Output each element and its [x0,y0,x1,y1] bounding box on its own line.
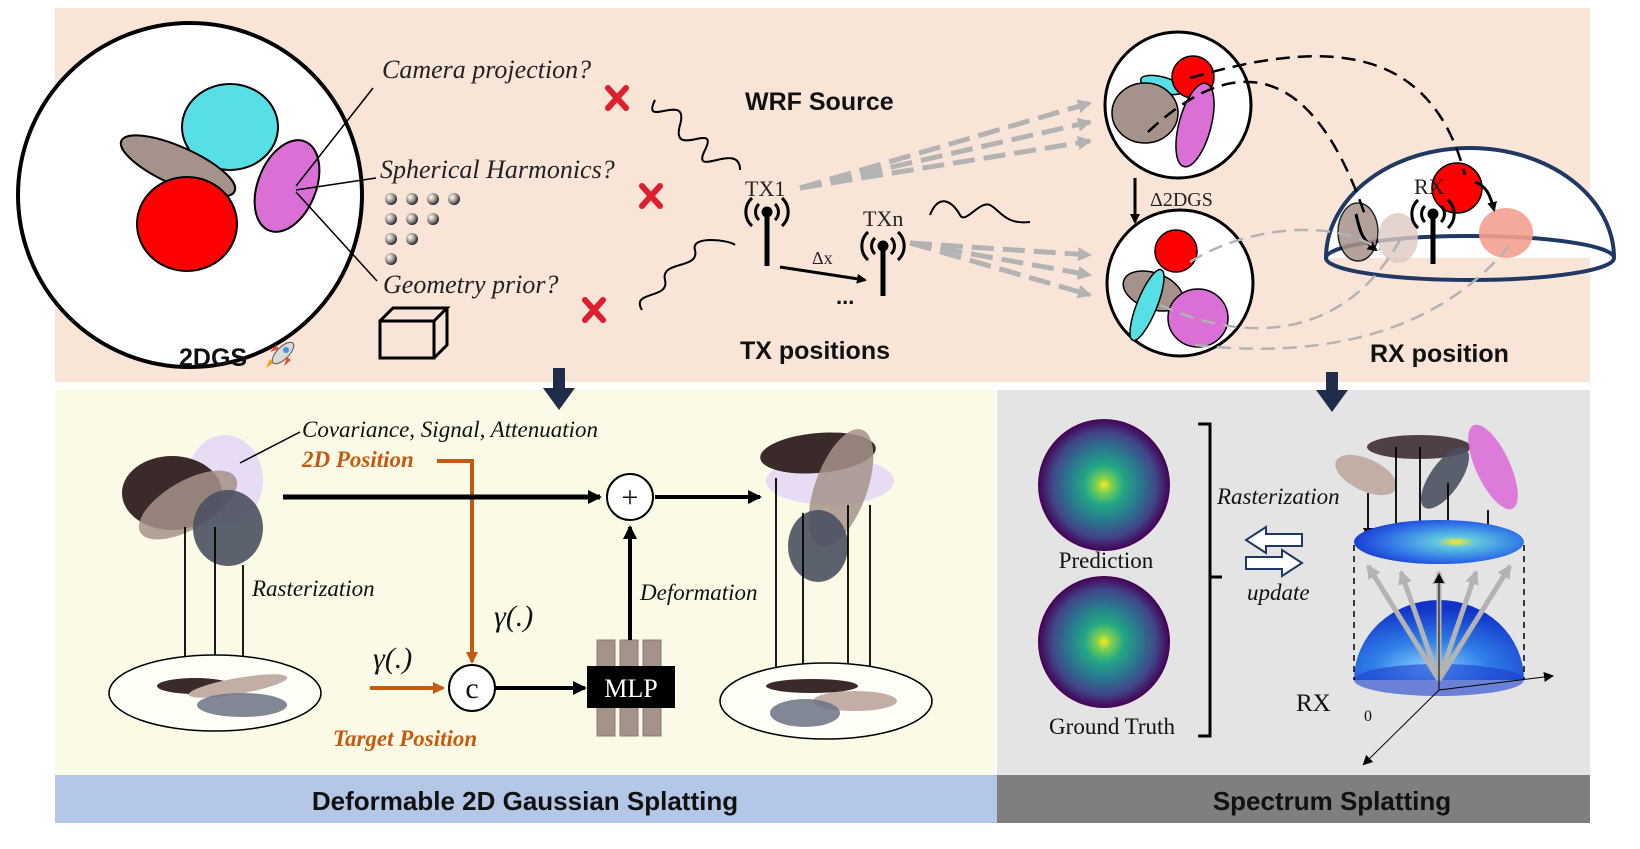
spectrum-gaussians [1335,424,1518,510]
ground-truth-heatmap [1038,576,1170,708]
spherical-harmonics-label: Spherical Harmonics? [380,155,615,184]
signal-beams [799,99,1092,299]
deformation-label: Deformation [639,580,758,605]
ground-truth-label: Ground Truth [1049,714,1175,739]
projection-curve [1189,228,1381,264]
input-gaussians [122,435,263,566]
bracket [1198,422,1212,738]
wave-icon [638,239,736,311]
label-pointer-lines [295,87,378,282]
mlp-label: MLP [604,674,657,703]
rasterization-label-right: Rasterization [1216,484,1340,509]
txn-label: TXn [863,206,903,231]
left-footer-bar [55,775,997,823]
mlp-block [587,639,675,737]
concat-symbol: c [465,672,478,705]
update-label: update [1247,580,1310,605]
gamma-top-label: γ(.) [494,600,533,633]
2d-position-label: 2D Position [301,447,414,472]
plus-node [606,473,654,521]
gaussian-scene-bottom [1105,208,1255,358]
down-arrow-left [543,368,575,410]
dx-arrow [779,265,867,284]
left-hollow-arrow-icon [1244,525,1303,555]
attributes-label: Covariance, Signal, Attenuation [302,417,598,442]
down-arrow-right [1316,372,1348,412]
prediction-heatmap [1038,419,1170,551]
prediction-label: Prediction [1059,548,1154,573]
antenna-icon [1410,198,1456,264]
origin-label: 0 [1364,708,1372,725]
right-footer-bar [997,775,1590,823]
gamma-left-label: γ(.) [373,642,412,675]
2dgs-label: 2DGS [179,344,247,372]
delta-2dgs-label: Δ2DGS [1150,189,1213,211]
plus-symbol: + [622,481,639,514]
dome-projection-lines [1353,545,1525,680]
right-footer-title: Spectrum Splatting [1213,786,1451,816]
rx-position-label: RX position [1370,340,1509,368]
leader-line [239,431,301,464]
motion-arrow [1474,180,1497,212]
rasterization-label-left: Rasterization [251,576,375,601]
wave-icon [929,200,1031,224]
geometry-prior-label: Geometry prior? [383,270,558,299]
rocket-icon [266,341,295,368]
sh-basis-icons [385,193,460,265]
projection-curve [1189,54,1467,176]
gaussian-scene-top [1103,30,1253,180]
target-position-label: Target Position [333,726,477,751]
projection-curve [1159,239,1402,330]
antenna-icon [860,230,906,296]
dx-label: Δx [812,248,833,268]
projected-disc-right [719,662,933,740]
rx-label-right: RX [1296,690,1331,717]
left-footer-title: Deformable 2D Gaussian Splatting [312,786,738,816]
wrf-source-label: WRF Source [745,88,894,116]
antenna-icon [744,196,790,266]
box-icon [378,306,451,360]
motion-arrow [1354,213,1378,252]
rx-dome [1324,146,1616,282]
projected-disc-left [108,654,322,732]
spectrum-disc [1354,520,1524,564]
projection-curve [1194,244,1511,350]
tx1-label: TX1 [745,176,785,201]
cross-mark-icon [639,183,663,209]
right-hollow-arrow-icon [1245,548,1304,578]
2dgs-scene [16,21,364,369]
dots-label: ... [836,284,854,309]
cross-mark-icon [582,297,606,323]
cross-mark-icon [605,85,629,111]
tx-positions-label: TX positions [740,337,890,365]
rx-label: RX [1414,174,1445,199]
camera-projection-label: Camera projection? [382,55,591,84]
position-branch-arrow [437,459,478,664]
wave-icon [651,99,741,171]
projection-curve [1147,80,1367,216]
axes [1362,573,1554,766]
